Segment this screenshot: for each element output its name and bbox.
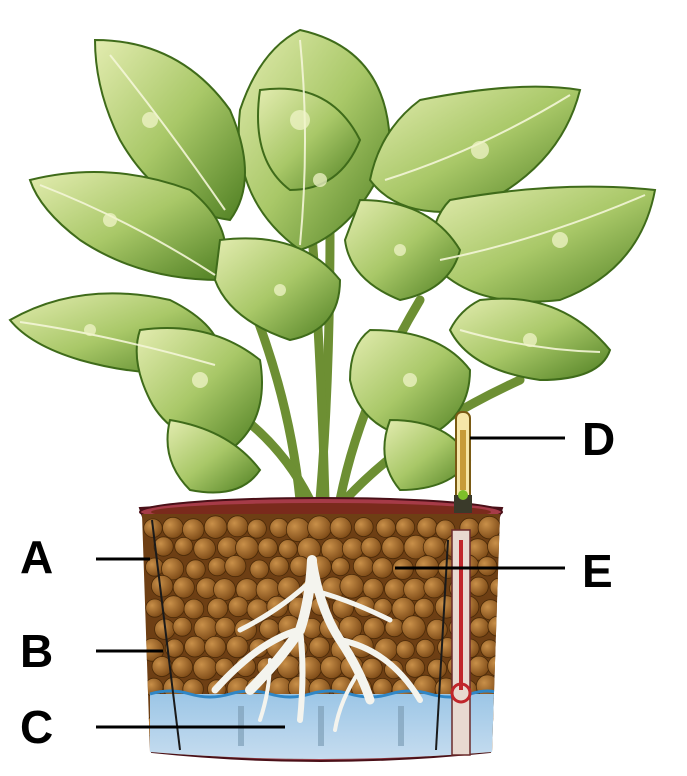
- clay-granule: [354, 518, 373, 537]
- clay-granule: [270, 518, 289, 537]
- clay-granule: [194, 538, 216, 560]
- clay-granule: [308, 516, 332, 540]
- clay-granule: [151, 575, 173, 597]
- clay-granule: [208, 558, 226, 576]
- clay-granule: [321, 656, 343, 678]
- clay-granule: [396, 518, 415, 537]
- clay-granule: [146, 558, 164, 576]
- clay-granule: [173, 617, 192, 636]
- clay-granule: [414, 598, 434, 618]
- label-c: C: [20, 704, 53, 750]
- clay-granule: [363, 578, 383, 598]
- clay-granule: [184, 599, 204, 619]
- clay-granule: [490, 578, 508, 596]
- clay-granule: [382, 537, 404, 559]
- clay-granule: [172, 657, 193, 678]
- clay-granule: [488, 616, 508, 636]
- clay-granule: [488, 535, 511, 558]
- clay-granule: [417, 517, 437, 537]
- clay-granule: [227, 516, 248, 537]
- clay-granule: [269, 556, 289, 576]
- clay-granule: [279, 540, 298, 559]
- clay-granule: [361, 537, 381, 557]
- clay-granule: [330, 517, 351, 538]
- clay-granule: [332, 558, 350, 576]
- clay-granule: [183, 519, 205, 541]
- label-e: E: [582, 548, 613, 594]
- clay-granule: [228, 597, 248, 617]
- clay-granule: [215, 617, 235, 637]
- clay-granule: [404, 578, 426, 600]
- clay-granule: [342, 538, 363, 559]
- clay-granule: [476, 675, 498, 697]
- clay-granule: [469, 577, 488, 596]
- clay-granule: [480, 600, 500, 620]
- clay-granule: [478, 557, 497, 576]
- clay-granule: [247, 519, 266, 538]
- clay-granule: [396, 641, 414, 659]
- label-a: A: [20, 534, 53, 580]
- clay-granule: [163, 517, 184, 538]
- clay-granule: [204, 516, 227, 539]
- clay-granule: [175, 537, 193, 555]
- clay-granule: [405, 658, 424, 677]
- clay-granule: [402, 616, 426, 640]
- clay-granule: [227, 636, 249, 658]
- clay-granule: [376, 518, 395, 537]
- clay-granule: [424, 577, 445, 598]
- clay-granule: [258, 538, 278, 558]
- clay-granule: [340, 574, 364, 598]
- clay-granule: [173, 577, 194, 598]
- clay-granule: [469, 656, 489, 676]
- clay-granule: [193, 656, 217, 680]
- clay-granule: [225, 556, 246, 577]
- clay-granule: [385, 579, 406, 600]
- clay-granule: [185, 636, 206, 657]
- clay-granule: [186, 560, 205, 579]
- clay-granule: [416, 639, 434, 657]
- clay-granule: [163, 596, 185, 618]
- clay-granule: [309, 637, 330, 658]
- clay-granule: [353, 556, 373, 576]
- clay-granule: [218, 537, 239, 558]
- clay-granule: [205, 636, 226, 657]
- clay-granule: [207, 598, 227, 618]
- clay-granule: [250, 560, 269, 579]
- clay-granule: [423, 537, 445, 559]
- plant-foliage: [10, 30, 655, 500]
- clay-granule: [488, 656, 509, 677]
- clay-granule: [214, 579, 236, 601]
- clay-granule: [470, 618, 489, 637]
- clay-granule: [428, 659, 447, 678]
- water-level-gauge: [452, 412, 472, 755]
- label-b: B: [20, 628, 53, 674]
- clay-granule: [481, 640, 499, 658]
- label-d: D: [582, 416, 615, 462]
- clay-granule: [372, 558, 392, 578]
